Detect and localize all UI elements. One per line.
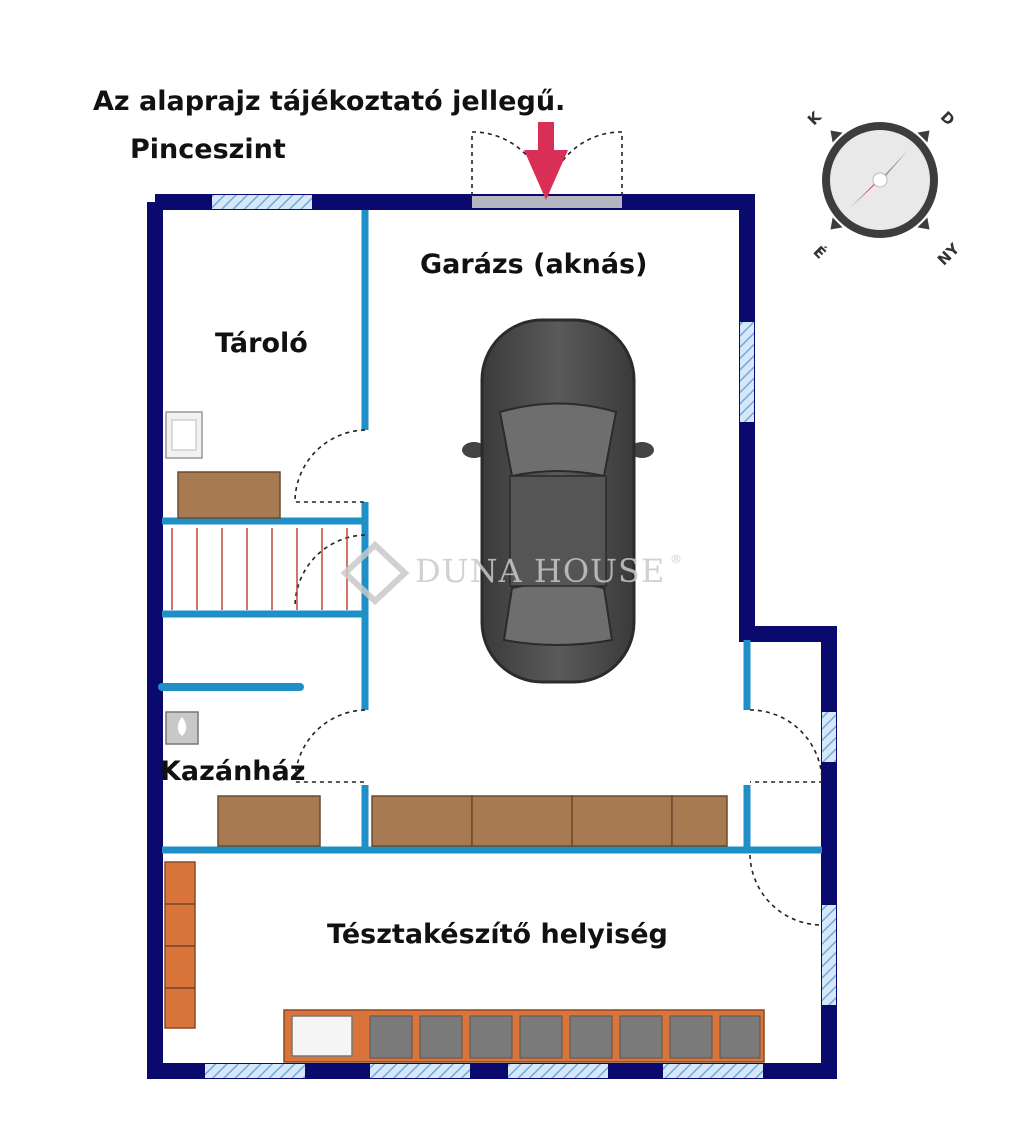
room-label-storage: Tároló [215,328,308,359]
outer-walls [147,194,837,1079]
disclaimer-note: Az alaprajz tájékoztató jellegű. [93,86,566,117]
room-label-boiler-room: Kazánház [160,756,305,787]
brand-watermark: DUNA HOUSE ® [340,540,683,606]
room-label-pasta-room: Tésztakészítő helyiség [327,919,668,950]
washbasin-icon [165,411,203,459]
car-icon [462,318,654,684]
garage-door [471,131,623,208]
watermark-registered-mark: ® [670,552,683,566]
compass-north: É [810,242,831,263]
inner-walls [158,210,822,854]
boiler-icon [165,711,199,745]
room-label-garage: Garázs (aknás) [420,249,647,280]
compass-east: K [804,107,826,129]
level-name: Pinceszint [130,134,286,165]
stairs [171,528,348,610]
compass-south: D [937,108,959,130]
compass-west: NY [934,239,964,269]
windows [205,195,836,1078]
kitchen-counter [283,1009,765,1063]
compass-icon: K D NY É [804,107,964,269]
watermark-brand-text: DUNA HOUSE [415,552,665,590]
entrance-arrow-icon [524,122,568,200]
furniture [164,471,728,1029]
